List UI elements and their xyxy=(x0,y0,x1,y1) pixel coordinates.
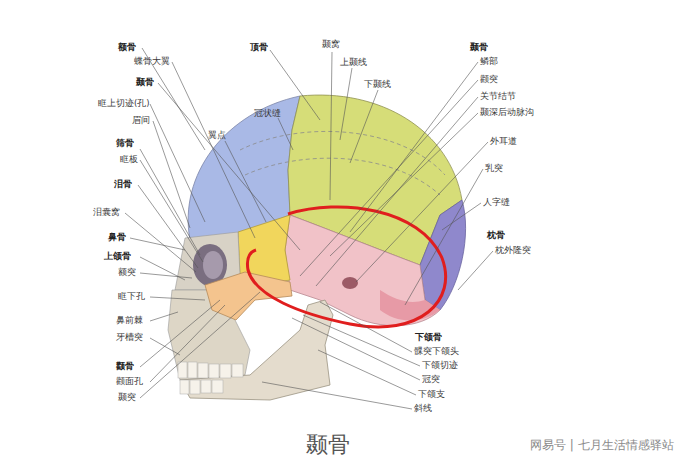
part-name: 颞窝 xyxy=(322,40,340,50)
part-name: 颞深后动脉沟 xyxy=(480,108,534,118)
part-name: 人字缝 xyxy=(483,198,510,208)
part-name: 颞突 xyxy=(118,393,136,403)
part-name: 泪囊窝 xyxy=(93,208,120,218)
part-name: 下颌支 xyxy=(418,390,445,400)
part-name: 枕外隆突 xyxy=(495,246,531,256)
bone-name: 下颌骨 xyxy=(415,333,442,343)
part-name: 乳突 xyxy=(485,164,503,174)
part-name: 冠状缝 xyxy=(254,109,281,119)
part-name: 眶下孔 xyxy=(118,292,145,302)
part-name: 斜线 xyxy=(414,404,432,414)
part-name: 关节结节 xyxy=(480,92,516,102)
part-name: 眶板 xyxy=(120,155,138,165)
part-name: 下颞线 xyxy=(364,80,391,90)
bone-name: 颧骨 xyxy=(116,362,134,372)
part-name: 蝶骨大翼 xyxy=(134,57,170,67)
part-name: 颧突 xyxy=(480,75,498,85)
bone-name: 上颌骨 xyxy=(104,252,131,262)
bone-name: 顶骨 xyxy=(250,43,268,53)
part-name: 翼点 xyxy=(208,131,226,141)
part-name: 鳞部 xyxy=(480,57,498,67)
figure-caption: 颞骨 xyxy=(306,430,350,460)
bone-name: 颞骨 xyxy=(136,78,154,88)
bone-name: 颞骨 xyxy=(470,43,488,53)
part-name: 上颞线 xyxy=(340,58,367,68)
bone-name: 额骨 xyxy=(118,43,136,53)
part-name: 额突 xyxy=(118,268,136,278)
part-name: 外耳道 xyxy=(490,137,517,147)
part-name: 髁突下颌头 xyxy=(414,347,459,357)
watermark: 网易号 | 七月生活情感驿站 xyxy=(530,437,674,454)
bone-name: 枕骨 xyxy=(487,231,505,241)
bone-name: 筛骨 xyxy=(116,139,134,149)
part-name: 鼻前棘 xyxy=(116,316,143,326)
part-name: 眉间 xyxy=(132,116,150,126)
bone-name: 泪骨 xyxy=(114,180,132,190)
part-name: 牙槽突 xyxy=(116,333,143,343)
part-name: 颧面孔 xyxy=(116,377,143,387)
part-name: 眶上切迹(孔) xyxy=(98,99,150,109)
part-name: 冠突 xyxy=(422,375,440,385)
bone-name: 鼻骨 xyxy=(108,233,126,243)
part-name: 下颌切迹 xyxy=(422,361,458,371)
